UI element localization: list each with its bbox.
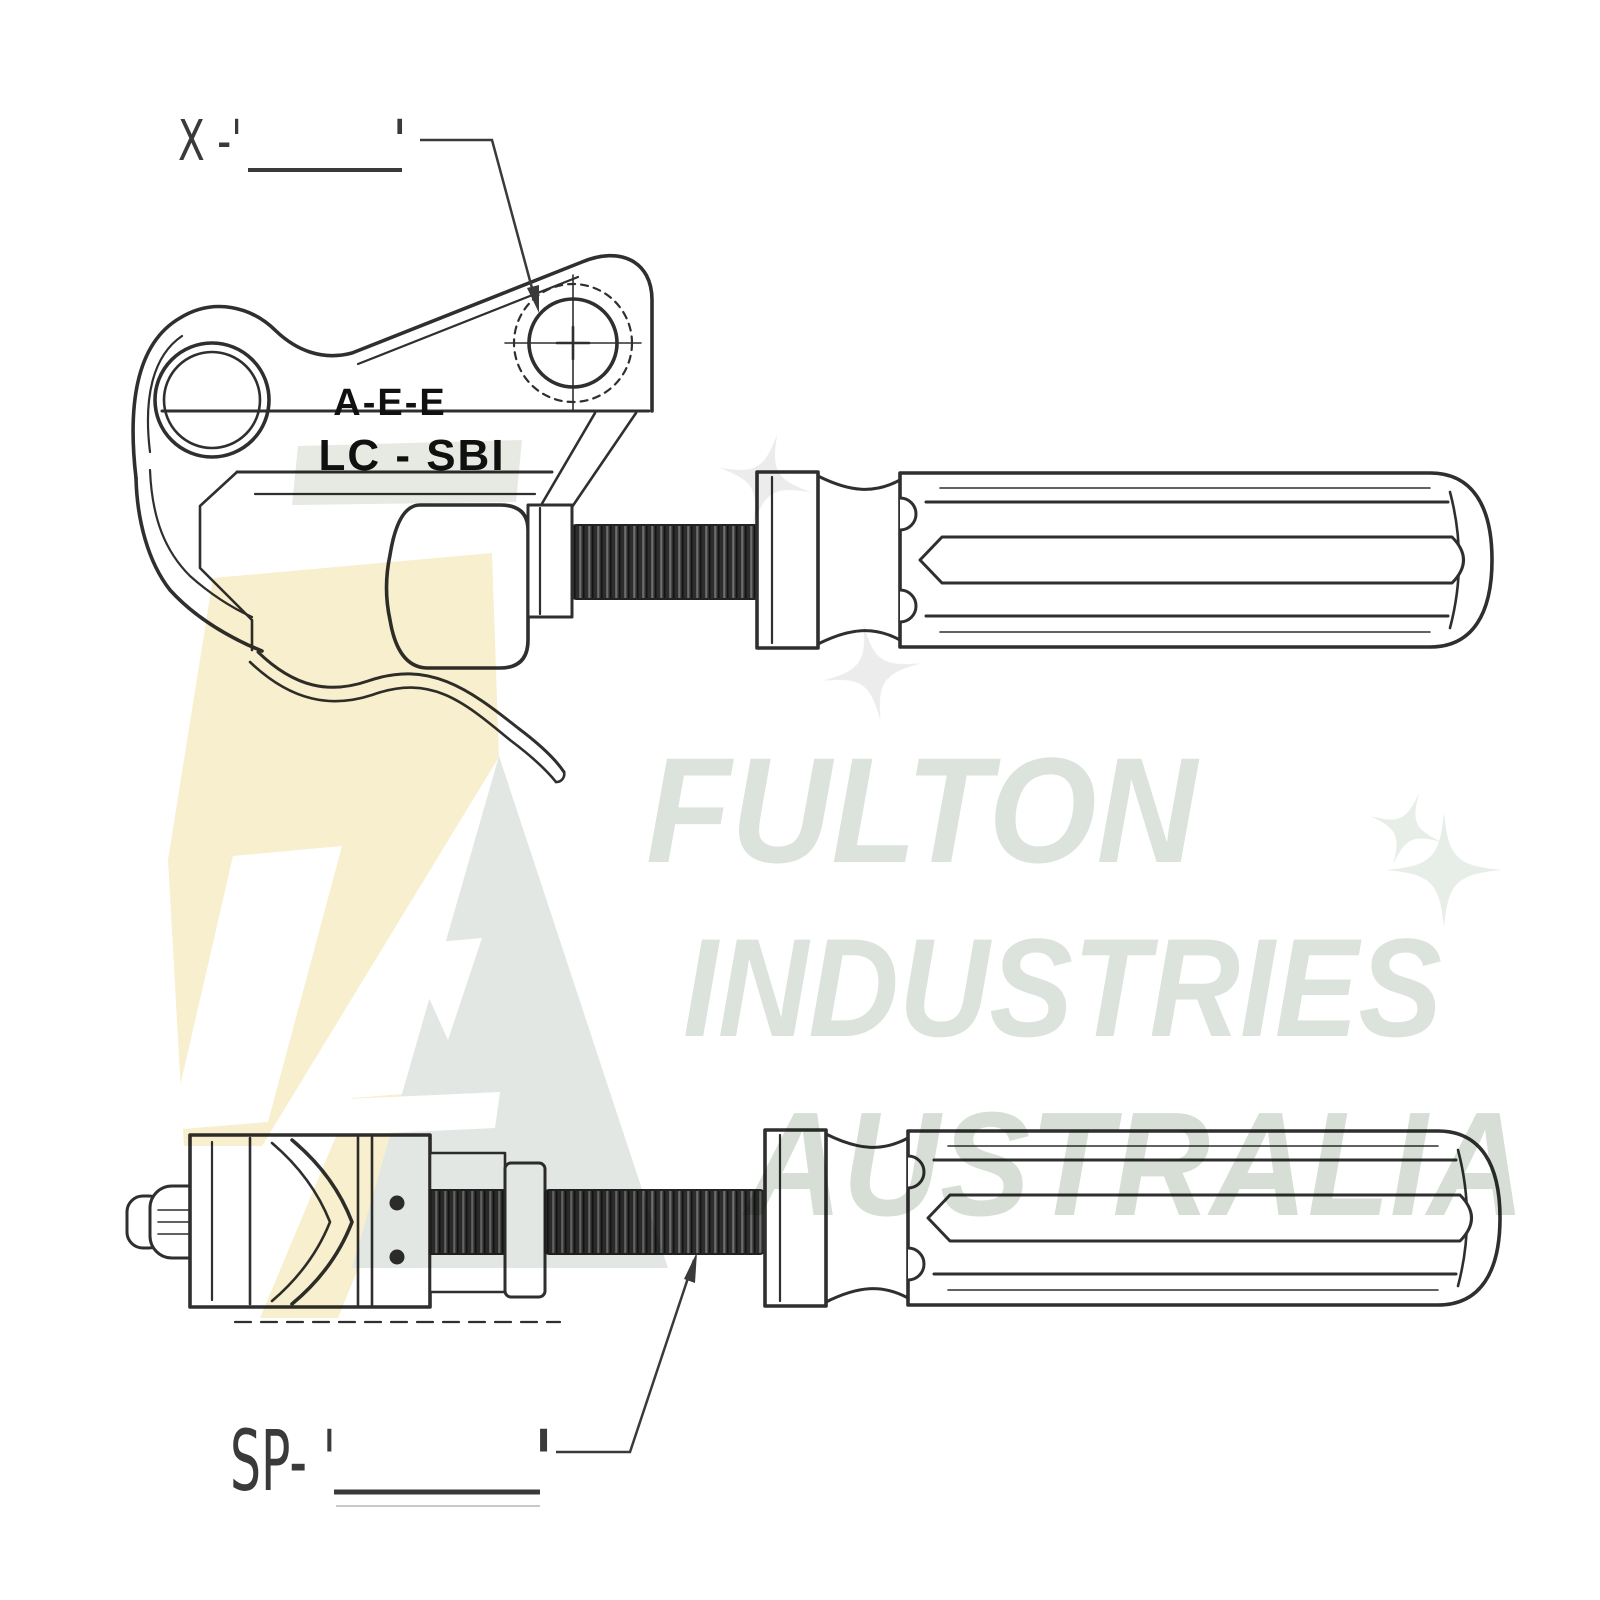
stamp-text-line1: A-E-E: [333, 382, 446, 424]
lifting-hole: [504, 274, 642, 412]
callout-x-label: X -': [178, 109, 242, 174]
clamp-body-outline: [131, 253, 654, 480]
callout-x-arrowhead: [527, 285, 539, 313]
screw-thread-side: [571, 524, 764, 600]
watermark-text-fulton: FULTON: [646, 726, 1199, 894]
callout-sp-leader-line: [556, 1259, 696, 1454]
callout-x: X -' ': [178, 109, 539, 313]
callout-sp: SP- ' ': [230, 1252, 697, 1510]
callout-sp-label: SP- ': [230, 1412, 336, 1510]
callout-sp-close-quote: ': [532, 1412, 555, 1510]
screw-boss: [526, 503, 574, 619]
watermark-layer: FULTON INDUSTRIES AUSTRALIA: [168, 421, 1525, 1318]
watermark-text-industries: INDUSTRIES: [683, 909, 1442, 1066]
logo-flag: [292, 440, 522, 505]
watermark-text-australia: AUSTRALIA: [741, 1082, 1525, 1247]
conductor-eye-circle: [153, 341, 271, 459]
logo-letter-a: [352, 756, 668, 1268]
callout-sp-arrowhead: [684, 1252, 697, 1283]
callout-x-leader-line: [420, 138, 538, 304]
tool-handle-side-view: [755, 470, 1494, 650]
fulton-logo: [168, 440, 668, 1318]
callout-x-close-quote: ': [392, 109, 407, 174]
